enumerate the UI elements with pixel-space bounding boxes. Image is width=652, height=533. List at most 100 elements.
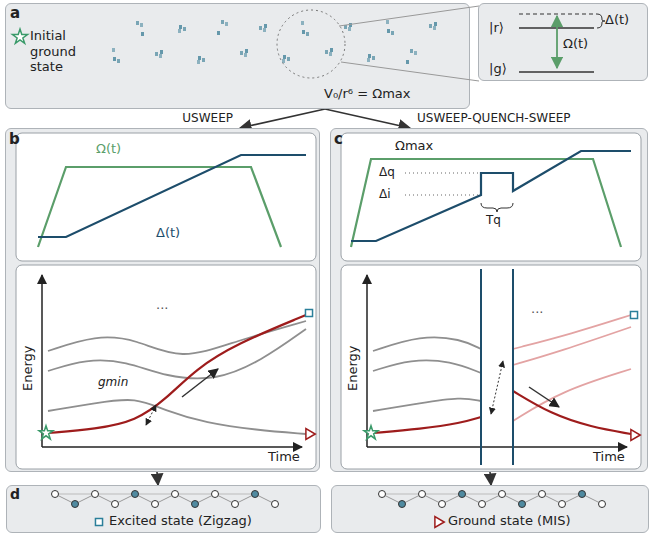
atom-site (419, 491, 426, 498)
atom-dot (225, 22, 228, 26)
plot-line (373, 417, 481, 433)
atom-site (272, 501, 279, 508)
plot-line (339, 6, 479, 26)
atom-site (479, 501, 486, 508)
atom-site (232, 501, 239, 508)
atom-site (519, 501, 526, 508)
rabi-label: Ω(t) (563, 36, 588, 52)
plot-frame (16, 133, 316, 261)
flow-arrow (157, 472, 158, 485)
atom-site (459, 491, 466, 498)
atom-site (379, 491, 386, 498)
atom-dot (202, 58, 205, 62)
atom-dot (113, 57, 116, 61)
atom-dot (301, 21, 304, 25)
state-marker (95, 518, 102, 525)
atom-dot (259, 26, 262, 30)
atom-dot (387, 29, 390, 33)
plot-line (373, 337, 481, 351)
atom-dot (198, 56, 201, 60)
atom-dot (391, 31, 394, 35)
quench-time-label: Tq (486, 213, 501, 227)
axis-label: Energy (345, 345, 361, 391)
plot-line (48, 329, 306, 378)
plot-line (182, 369, 218, 397)
atom-dot (282, 59, 285, 63)
atom-dot (348, 27, 351, 31)
atom-dot (244, 53, 247, 57)
level-diagram-inset: |r⟩|g⟩Ω(t)Δ(t) (478, 3, 648, 81)
plot-line (513, 327, 631, 365)
rabi-max-label: Ωmax (395, 138, 433, 154)
atom-dot (433, 26, 436, 30)
atom-dot (183, 27, 186, 31)
plot-line (351, 151, 631, 241)
axis-label: Time (268, 449, 300, 465)
plot-line (146, 405, 156, 425)
plot-line (42, 446, 302, 448)
detuning-label: Δ(t) (156, 225, 180, 241)
atom-dot (283, 55, 286, 59)
plot-line (367, 446, 627, 448)
atom-dot (330, 48, 333, 52)
state-marker (12, 29, 27, 43)
panel-a: aInitial ground stateV₀/r⁶ = Ωmax (5, 3, 470, 109)
atom-dot (112, 48, 115, 52)
result-box: Ground state (MIS) (331, 485, 649, 533)
atom-dot (197, 60, 200, 64)
atom-site (599, 501, 606, 508)
flow-arrow (325, 109, 410, 128)
atom-site (439, 501, 446, 508)
panel-b: bΩ(t)Δ(t)gminEnergy...Time (5, 128, 320, 472)
plot-line (529, 387, 559, 407)
atom-site (559, 501, 566, 508)
atom-dot (329, 52, 332, 56)
state-caption: Excited state (Zigzag) (109, 513, 252, 529)
plot-line (491, 361, 503, 414)
plot-line (38, 167, 281, 247)
atom-dot (178, 29, 181, 33)
atom-dot (221, 20, 224, 24)
atom-dot (117, 59, 120, 63)
atom-site (152, 501, 159, 508)
plot-line (519, 71, 594, 73)
atom-dot (179, 25, 182, 29)
atom-dot (368, 54, 371, 58)
plot-line (513, 369, 631, 421)
plot-line (366, 275, 368, 447)
atom-dot (160, 50, 163, 54)
atom-dot (264, 24, 267, 28)
panel-c: cΩmaxΔqΔiTqEnergy...Time (330, 128, 648, 472)
state-caption: Initial ground state (30, 28, 92, 75)
blockade-formula: V₀/r⁶ = Ωmax (324, 86, 410, 102)
atom-dot (245, 49, 248, 53)
plot-line (373, 360, 481, 373)
operator-label: USWEEP (180, 111, 235, 125)
ellipsis: ... (156, 297, 168, 313)
plot-line (405, 195, 479, 196)
atom-dot (141, 32, 144, 36)
plot-line (341, 62, 479, 81)
atom-dot (155, 52, 158, 56)
level-label: |g⟩ (489, 61, 507, 77)
state-marker (630, 311, 637, 318)
axis-label: Energy (20, 345, 36, 391)
plot-line (373, 399, 481, 411)
panel-letter: d (10, 486, 20, 503)
state-marker (435, 517, 444, 528)
panel-letter: b (9, 130, 20, 148)
atom-dot (410, 49, 413, 53)
gap-label: gmin (98, 375, 128, 389)
plot-line (513, 315, 631, 349)
atom-site (399, 501, 406, 508)
plot-line (512, 269, 514, 465)
flow-arrow (240, 109, 325, 128)
plot-line (519, 13, 597, 14)
atom-dot (429, 24, 432, 28)
brace (597, 14, 605, 28)
illustration (331, 129, 647, 471)
brace (481, 203, 513, 212)
panel-d: dExcited state (Zigzag) Ground state (MIS… (5, 480, 648, 532)
atom-site (92, 491, 99, 498)
